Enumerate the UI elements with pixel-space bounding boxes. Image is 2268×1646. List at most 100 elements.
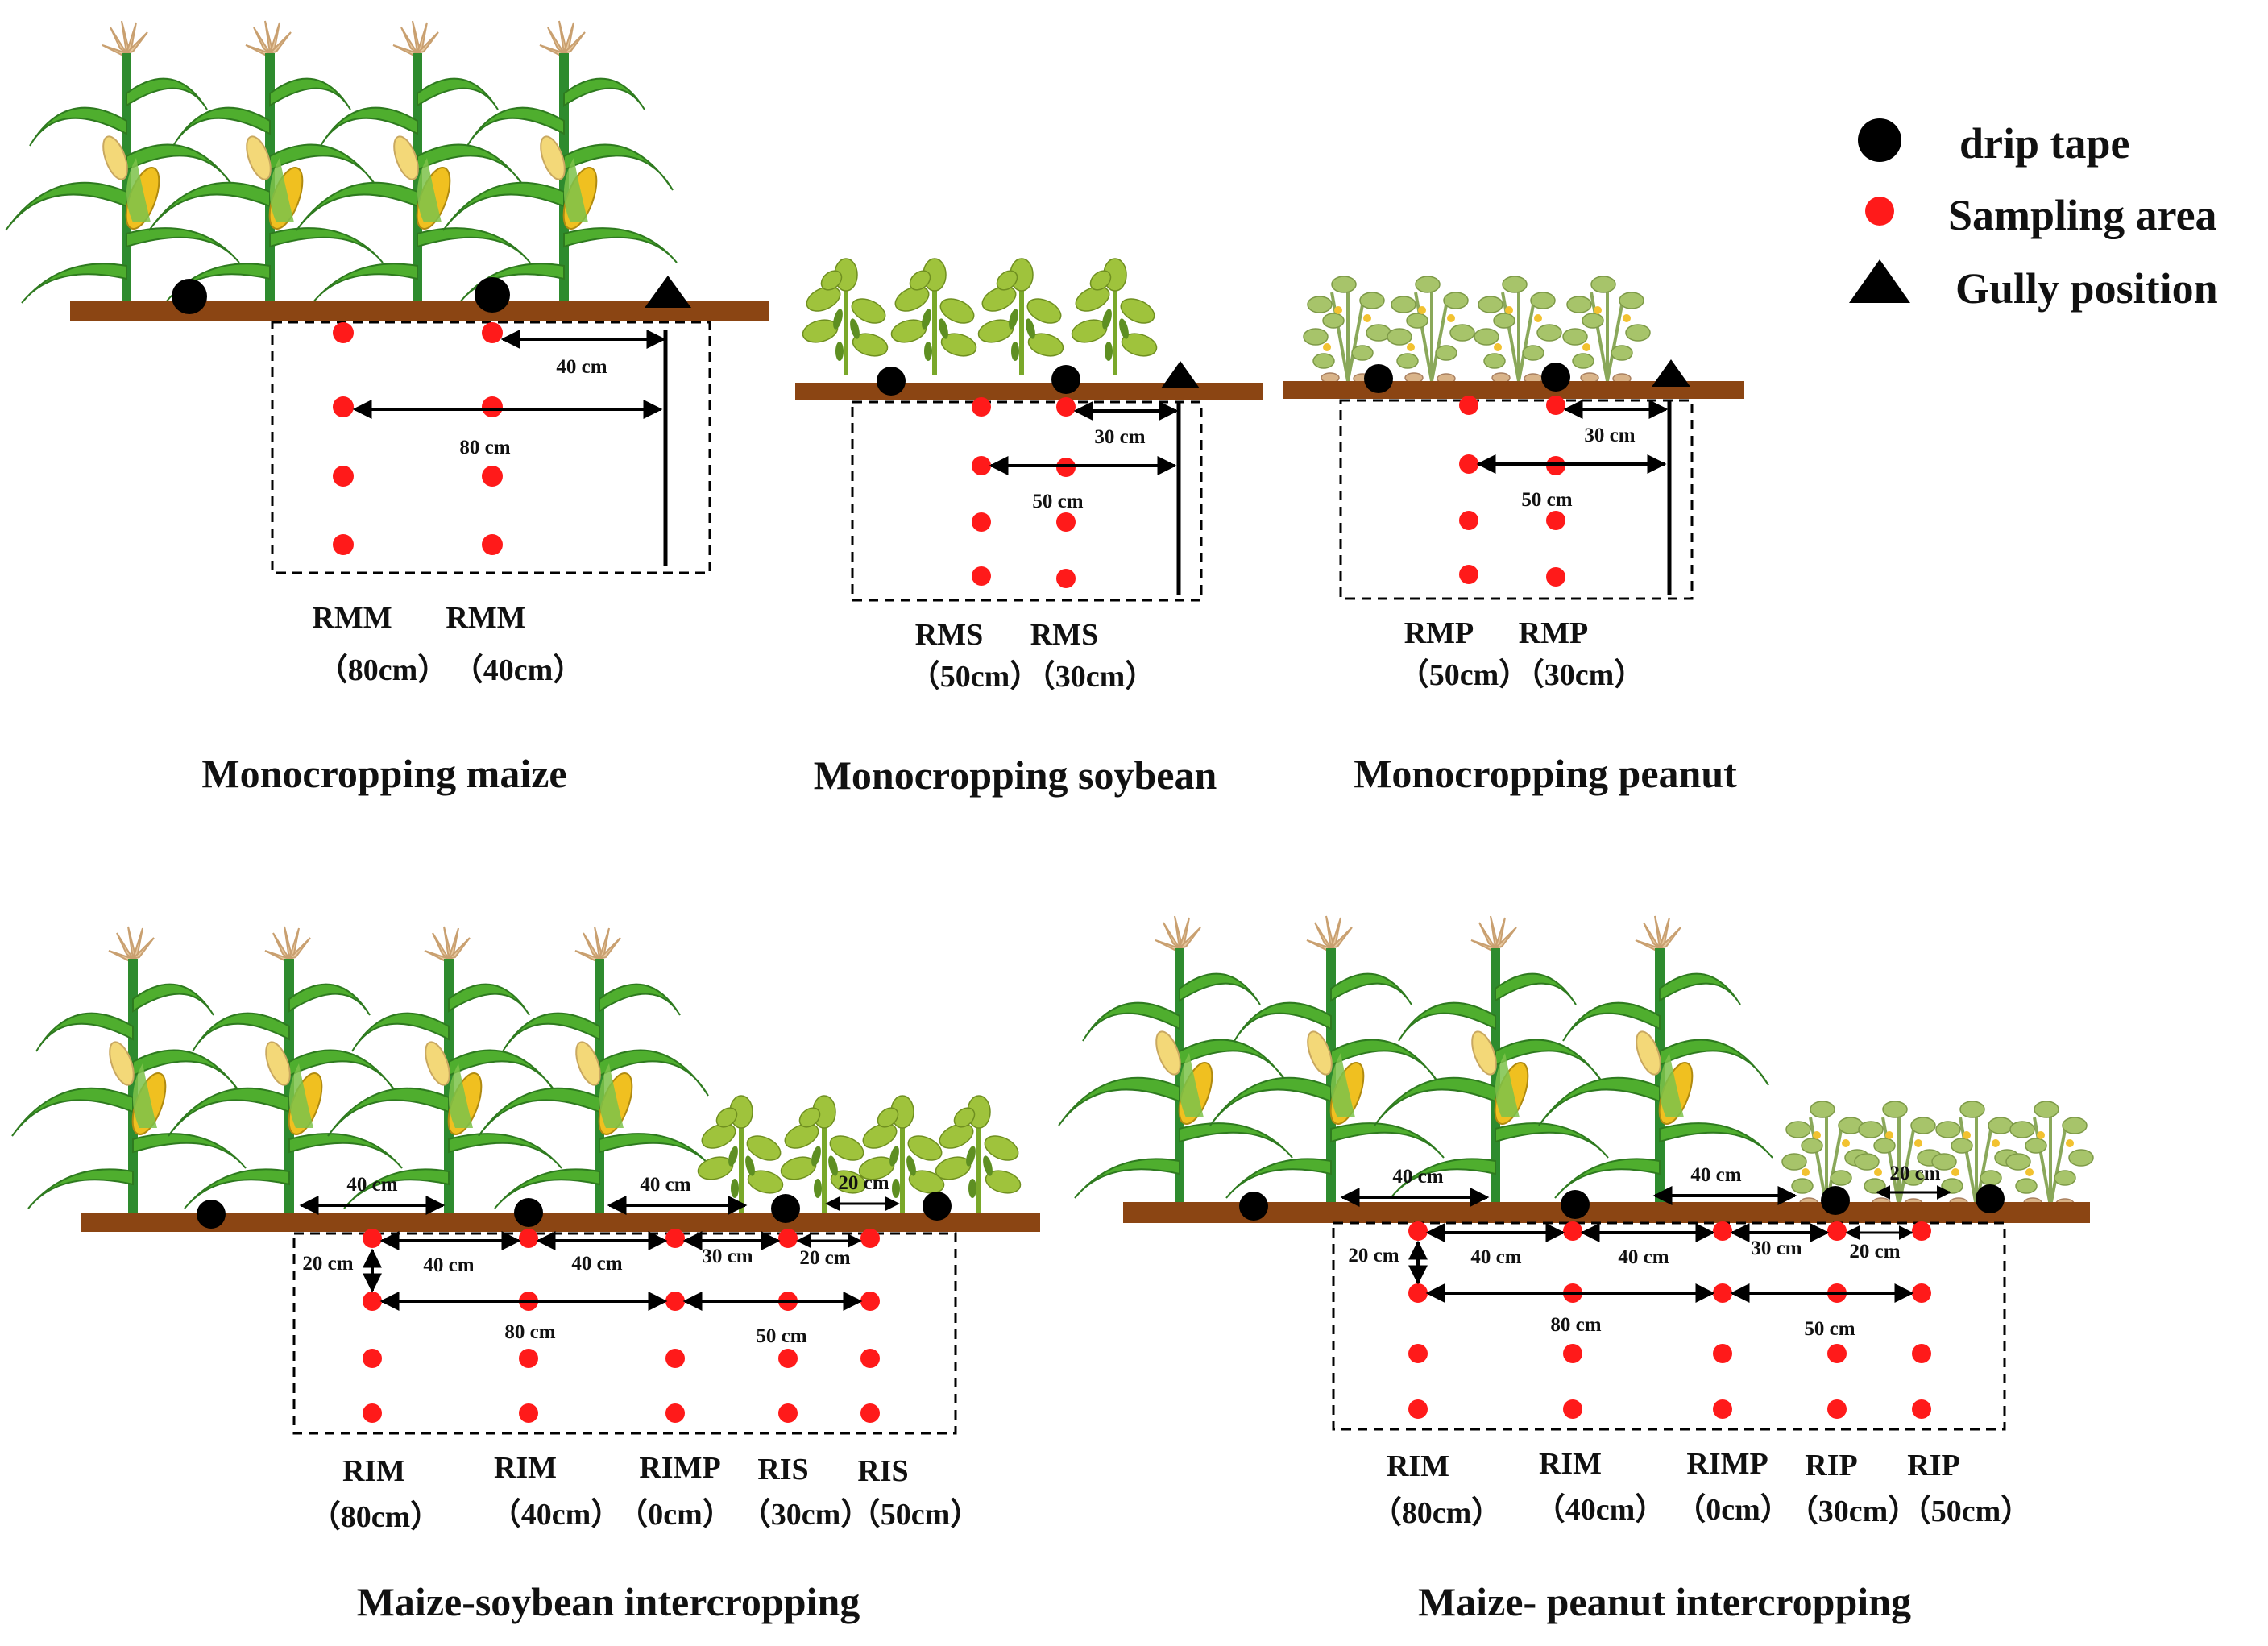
- drip-tape: [877, 367, 906, 396]
- sampling-point: [333, 396, 354, 417]
- soybean-plants: [694, 1095, 1024, 1213]
- sampling-point: [860, 1292, 880, 1311]
- sampling-area-legend-icon: [1865, 197, 1894, 226]
- sampling-point: [1546, 567, 1565, 587]
- sampling-zone-border: [1332, 1221, 2006, 1431]
- treatment-code: RIMP: [639, 1451, 720, 1485]
- sampling-point: [972, 456, 991, 475]
- gully-position-marker: [1652, 359, 1690, 387]
- sampling-point: [333, 466, 354, 487]
- panel-title: Monocropping maize: [201, 751, 566, 796]
- treatment-distance: （50cm）: [1399, 658, 1530, 692]
- sampling-point: [1563, 1221, 1582, 1241]
- panel-maize-soybean-intercropping: 40 cm 40 cm 20 cm 40 cm 40 cm 30 cm 20 c…: [11, 926, 1040, 1624]
- dimension-label: 20 cm: [799, 1247, 850, 1269]
- sampling-point: [1408, 1283, 1428, 1303]
- legend-gully-label: Gully position: [1955, 264, 2218, 313]
- panel-monocropping-peanut: 30 cm 50 cm RMP RMP （50cm） （30cm） Monocr…: [1283, 275, 1744, 796]
- dimension-label: 40 cm: [640, 1174, 690, 1196]
- sampling-points: [1408, 1221, 1931, 1419]
- drip-tape: [1541, 363, 1570, 392]
- dimension-label: 40 cm: [1392, 1166, 1443, 1188]
- sampling-point: [1563, 1344, 1582, 1363]
- dimension-label: 20 cm: [1348, 1245, 1399, 1267]
- sampling-point: [1713, 1344, 1732, 1363]
- treatment-code: RMP: [1404, 616, 1474, 650]
- dimension-label: 30 cm: [702, 1246, 753, 1267]
- panel-title: Maize-soybean intercropping: [357, 1579, 860, 1624]
- maize-plant: [296, 20, 531, 312]
- maize-plant: [11, 926, 247, 1217]
- sampling-point: [1056, 397, 1076, 417]
- maize-plant: [1374, 915, 1609, 1207]
- dimension-label: 80 cm: [1550, 1314, 1601, 1336]
- treatment-code: RIP: [1805, 1449, 1857, 1482]
- treatment-distance: （40cm）: [1535, 1493, 1666, 1527]
- treatment-distance: （0cm）: [617, 1498, 733, 1532]
- maize-plant: [168, 926, 403, 1217]
- soil-surface: [1123, 1202, 2090, 1223]
- sampling-point: [333, 322, 354, 343]
- soybean-plant: [888, 258, 980, 376]
- soybean-plant: [694, 1095, 786, 1213]
- sampling-point: [1459, 454, 1478, 474]
- sampling-point: [363, 1349, 382, 1368]
- sampling-point: [333, 534, 354, 555]
- treatment-distance: （80cm）: [310, 1500, 442, 1534]
- sampling-point: [972, 566, 991, 586]
- sampling-point: [1546, 396, 1565, 415]
- maize-plant: [327, 926, 562, 1217]
- maize-plant: [5, 20, 240, 312]
- dimension-label: 40 cm: [423, 1254, 474, 1276]
- treatment-code: RMM: [312, 601, 392, 635]
- sampling-point: [519, 1349, 538, 1368]
- sampling-point: [363, 1229, 382, 1248]
- treatment-distance: （80cm）: [1371, 1496, 1503, 1530]
- sampling-point: [972, 512, 991, 532]
- treatment-distance: （50cm）: [850, 1498, 981, 1532]
- panel-monocropping-soybean: 30 cm 50 cm RMS RMS （50cm） （30cm） Monocr…: [795, 258, 1263, 798]
- dimension-label: 40 cm: [346, 1174, 397, 1196]
- maize-plant: [1538, 915, 1773, 1207]
- sampling-point: [1408, 1344, 1428, 1363]
- treatment-code: RIP: [1907, 1449, 1959, 1482]
- legend-drip-label: drip tape: [1959, 119, 2130, 168]
- peanut-plant: [1561, 275, 1652, 385]
- sampling-point: [1408, 1221, 1428, 1241]
- sampling-point: [778, 1349, 798, 1368]
- dimension-label: 40 cm: [1470, 1246, 1521, 1268]
- dimension-label: 20 cm: [838, 1172, 889, 1194]
- drip-tape: [1821, 1186, 1850, 1215]
- gully-position-legend-icon: [1849, 259, 1910, 303]
- treatment-distance: （30cm）: [1788, 1495, 1919, 1528]
- drip-tape-legend-icon: [1858, 118, 1901, 162]
- treatment-code: RMS: [915, 618, 983, 652]
- treatment-code: RMP: [1519, 616, 1589, 650]
- treatment-distance: （30cm）: [740, 1498, 872, 1532]
- dimension-label: 80 cm: [459, 437, 510, 458]
- dimension-label: 30 cm: [1094, 426, 1145, 448]
- sampling-point: [1713, 1399, 1732, 1419]
- treatment-code: RIM: [1539, 1447, 1602, 1481]
- sampling-point: [1459, 396, 1478, 415]
- sampling-point: [1713, 1283, 1732, 1303]
- dimension-label: 50 cm: [1804, 1318, 1855, 1340]
- sampling-point: [1827, 1221, 1847, 1241]
- maize-plant: [442, 20, 678, 312]
- soybean-plants: [799, 258, 1160, 376]
- sampling-zone-border: [271, 321, 711, 574]
- maize-plants: [5, 20, 678, 312]
- sampling-points: [972, 397, 1076, 588]
- treatment-distance: （30cm）: [1514, 658, 1645, 692]
- drip-tape: [197, 1200, 226, 1229]
- maize-plant: [1058, 915, 1293, 1207]
- treatment-code: RIMP: [1686, 1447, 1768, 1481]
- drip-tape: [1561, 1190, 1590, 1219]
- sampling-point: [1408, 1399, 1428, 1419]
- gully-position-marker: [1161, 361, 1200, 388]
- drip-tape: [923, 1192, 952, 1221]
- dimension-label: 30 cm: [1584, 425, 1635, 446]
- drip-tape: [514, 1198, 543, 1227]
- treatment-code: RIM: [342, 1454, 405, 1488]
